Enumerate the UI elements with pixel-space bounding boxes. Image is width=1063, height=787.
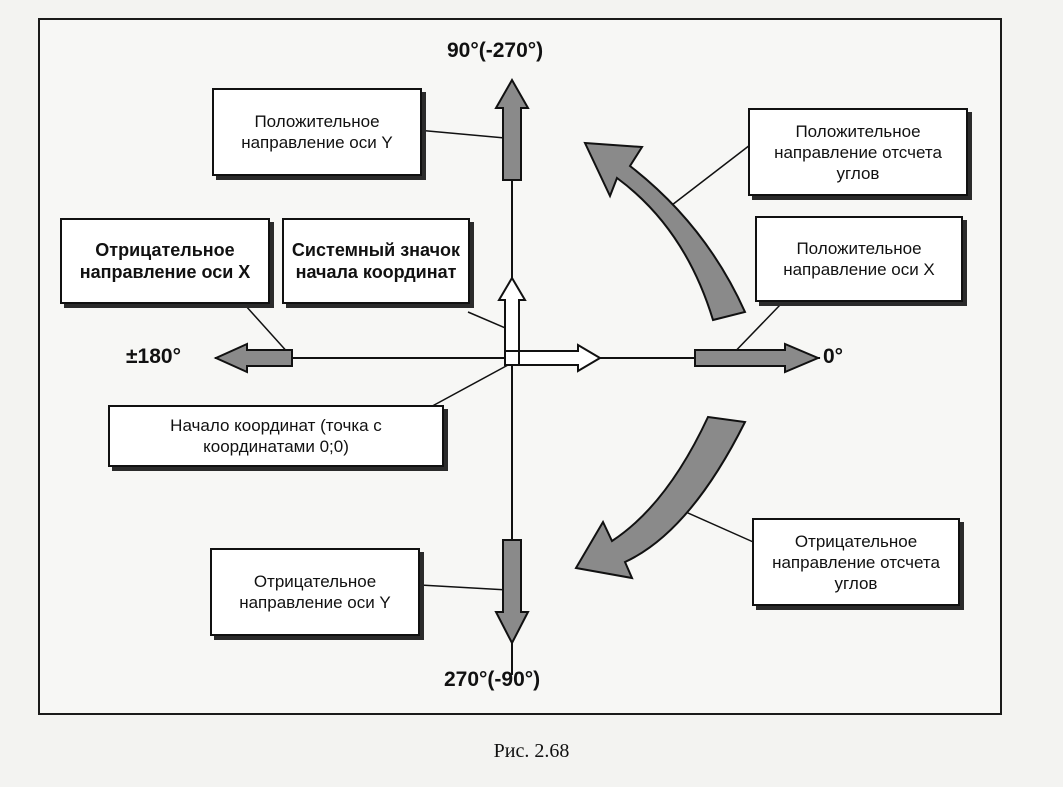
- arrow-pos-angles-icon: [583, 141, 747, 322]
- callout-sys-icon: Системный значок начала координат: [282, 218, 470, 304]
- origin-square: [504, 350, 520, 366]
- sys-icon-arrow-up: [497, 276, 527, 359]
- callout-neg-x: Отрицательное направление оси X: [60, 218, 270, 304]
- arrow-neg-x: [213, 342, 293, 374]
- callout-pos-x: Положительное направление оси X: [755, 216, 963, 302]
- sys-icon-arrow-right: [511, 343, 602, 373]
- leader-neg-y: [419, 584, 509, 591]
- leader-neg-x: [244, 304, 291, 356]
- leader-sys-icon: [467, 311, 511, 331]
- callout-neg-angles: Отрицательное направление отсчета углов: [752, 518, 960, 606]
- label-0: 0°: [823, 345, 844, 368]
- leader-origin: [424, 364, 509, 411]
- callout-origin: Начало координат (точка с координатами 0…: [108, 405, 444, 467]
- arrow-pos-y: [494, 77, 530, 181]
- arrow-pos-x: [694, 342, 821, 374]
- leader-pos-angles: [671, 144, 751, 206]
- label-90: 90°(-270°): [447, 39, 544, 62]
- arrow-neg-angles-icon: [574, 415, 747, 580]
- figure-caption: Рис. 2.68: [493, 740, 570, 762]
- arrow-neg-y: [494, 539, 530, 646]
- label-180: ±180°: [126, 345, 181, 368]
- callout-pos-y: Положительное направление оси Y: [212, 88, 422, 176]
- label-270: 270°(-90°): [444, 668, 541, 691]
- callout-pos-angles: Положительное направление отсчета углов: [748, 108, 968, 196]
- callout-neg-y: Отрицательное направление оси Y: [210, 548, 420, 636]
